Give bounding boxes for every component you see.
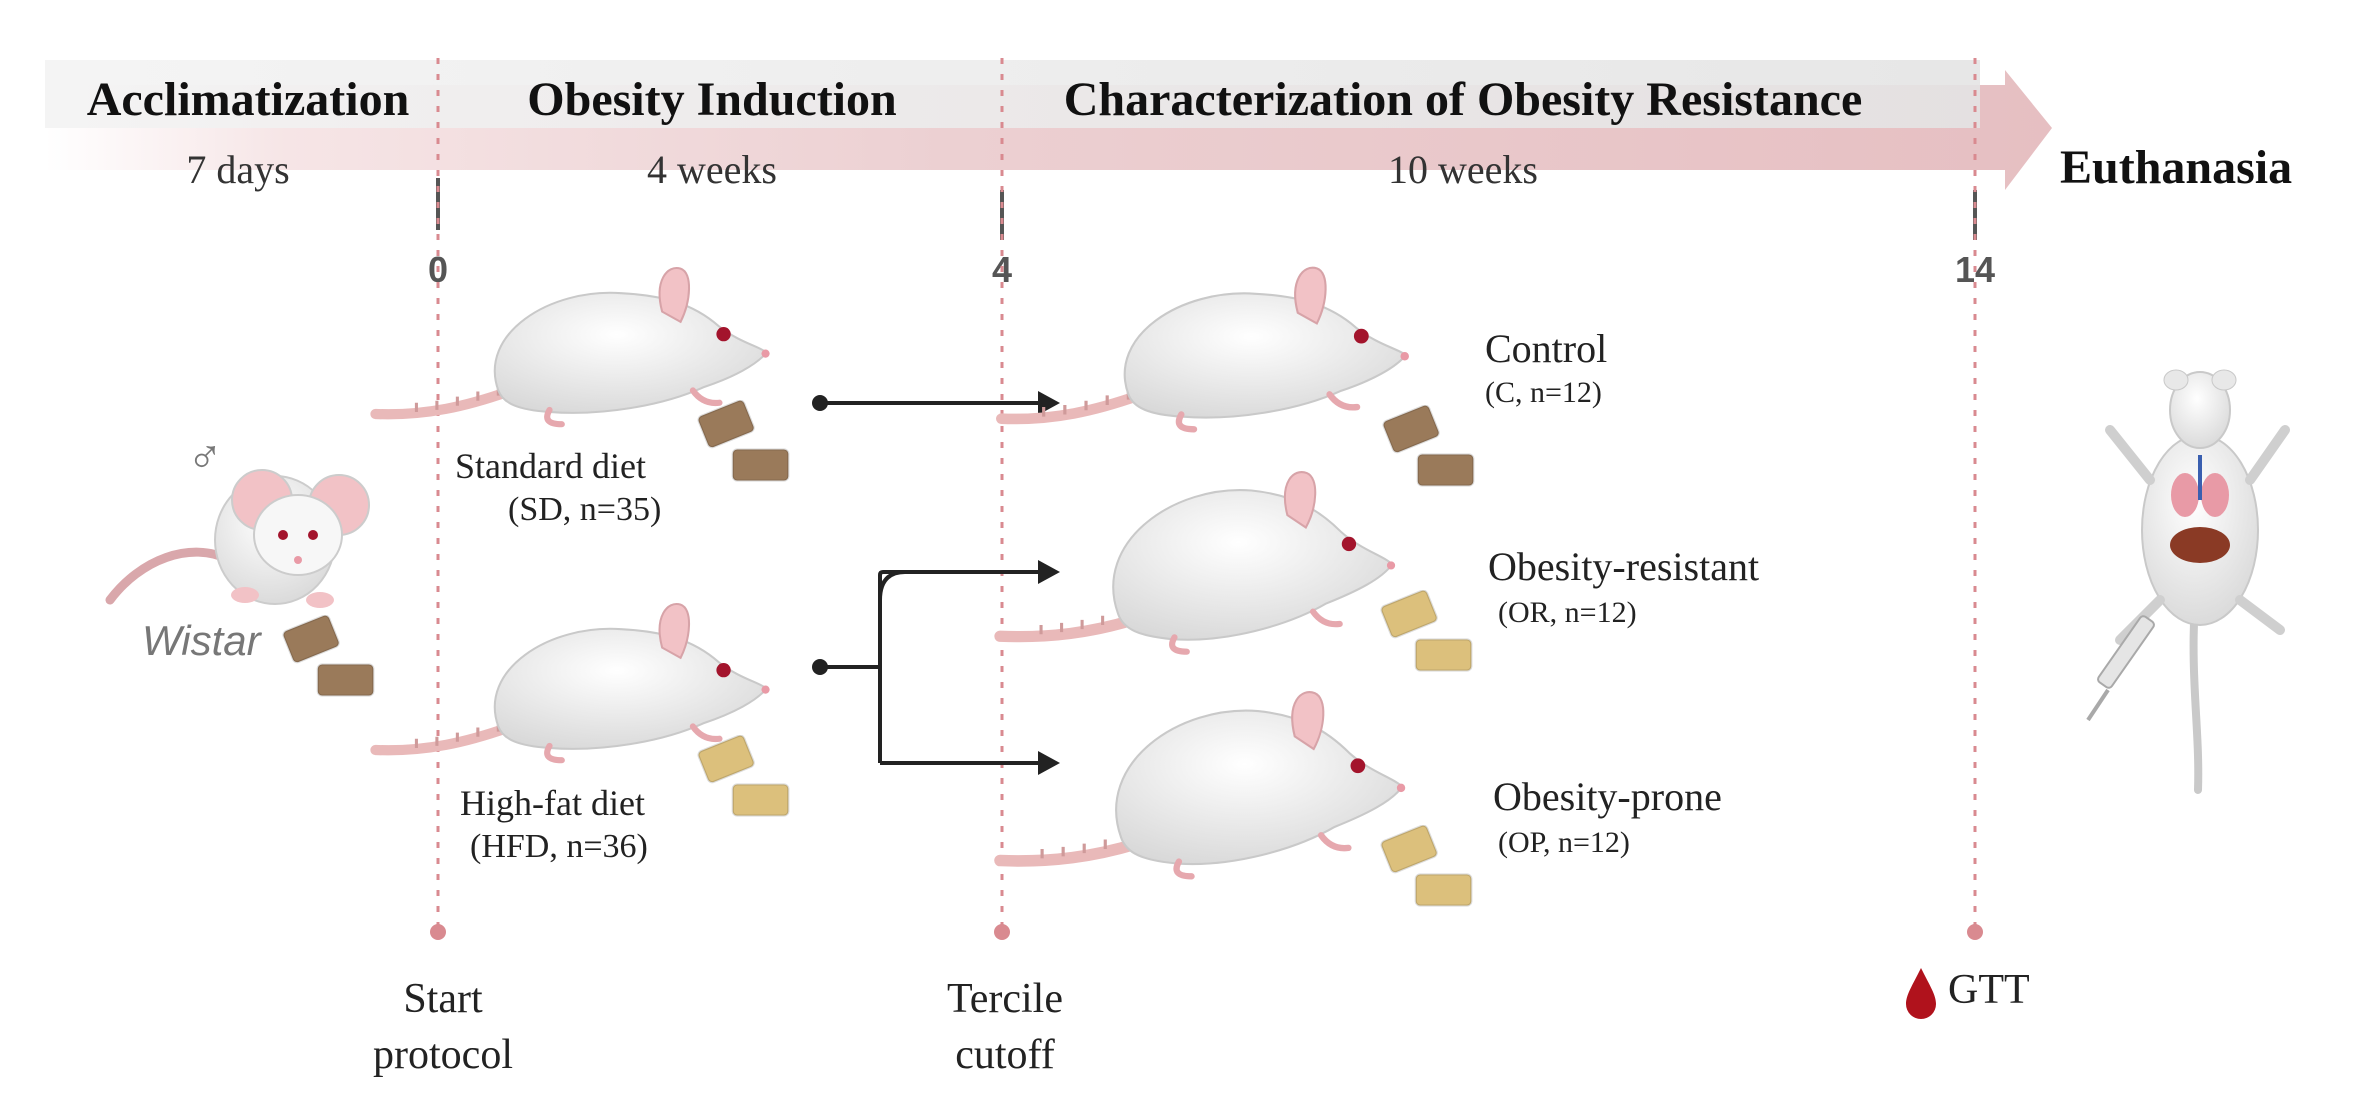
rat-obesity-resistant bbox=[1000, 472, 1395, 652]
rat-control bbox=[1001, 268, 1409, 430]
event-dot-gtt bbox=[1967, 924, 1983, 940]
rat-obesity-prone bbox=[1000, 692, 1405, 876]
event-label-start-line2: protocol bbox=[373, 1032, 513, 1078]
group-detail-control: (C, n=12) bbox=[1485, 376, 1602, 409]
diet-name-high-fat: High-fat diet bbox=[460, 783, 645, 823]
diet-detail-standard: (SD, n=35) bbox=[508, 491, 661, 528]
phase-duration-acclimatization: 7 days bbox=[186, 147, 289, 192]
timeline: Acclimatization Obesity Induction Charac… bbox=[45, 60, 2292, 290]
event-label-start-line1: Start bbox=[403, 976, 483, 1022]
event-label-tercile-line1: Tercile bbox=[947, 976, 1063, 1022]
strain-label-wistar: Wistar bbox=[142, 617, 263, 664]
arrowhead-op bbox=[1038, 751, 1060, 775]
rat-standard-diet bbox=[375, 268, 769, 424]
event-label-tercile-line2: cutoff bbox=[955, 1032, 1055, 1078]
chow-highfat-icon-op bbox=[1379, 825, 1473, 907]
group-detail-obesity-resistant: (OR, n=12) bbox=[1498, 596, 1637, 629]
chow-highfat-icon-or bbox=[1379, 590, 1473, 672]
dashed-guides bbox=[436, 58, 1977, 925]
blood-drop-icon bbox=[1906, 968, 1936, 1019]
euthanasia-rat-illustration bbox=[2086, 369, 2290, 794]
male-symbol-icon: ♂ bbox=[187, 431, 223, 484]
wistar-rat-illustration bbox=[105, 469, 370, 608]
header-band bbox=[45, 60, 1980, 128]
phase-title-obesity-induction: Obesity Induction bbox=[527, 73, 896, 126]
group-name-obesity-prone: Obesity-prone bbox=[1493, 774, 1722, 819]
chow-highfat-icon-hfd bbox=[696, 735, 790, 817]
diet-name-standard: Standard diet bbox=[455, 446, 646, 486]
arrow-origin-hfd bbox=[812, 659, 828, 675]
event-dot-start bbox=[430, 924, 446, 940]
endpoint-euthanasia: Euthanasia bbox=[2060, 141, 2292, 194]
event-label-gtt: GTT bbox=[1948, 967, 2030, 1013]
chow-standard-icon-sd bbox=[696, 400, 790, 482]
phase-duration-obesity-induction: 4 weeks bbox=[647, 147, 777, 192]
group-name-control: Control bbox=[1485, 326, 1607, 371]
flow-arrows bbox=[820, 401, 1045, 765]
rat-high-fat-diet bbox=[375, 604, 769, 760]
diet-detail-high-fat: (HFD, n=36) bbox=[470, 828, 648, 865]
arrowhead-or bbox=[1038, 560, 1060, 584]
arrow-hfd-branch bbox=[820, 570, 1045, 765]
event-dot-tercile bbox=[994, 924, 1010, 940]
group-detail-obesity-prone: (OP, n=12) bbox=[1498, 826, 1630, 859]
phase-duration-characterization: 10 weeks bbox=[1388, 147, 1538, 192]
phase-title-acclimatization: Acclimatization bbox=[87, 73, 410, 126]
arrow-origin-sd bbox=[812, 395, 828, 411]
chow-standard-icon-baseline bbox=[281, 615, 375, 697]
group-name-obesity-resistant: Obesity-resistant bbox=[1488, 544, 1759, 589]
phase-title-characterization: Characterization of Obesity Resistance bbox=[1064, 73, 1863, 126]
chow-standard-icon-control bbox=[1381, 405, 1475, 487]
